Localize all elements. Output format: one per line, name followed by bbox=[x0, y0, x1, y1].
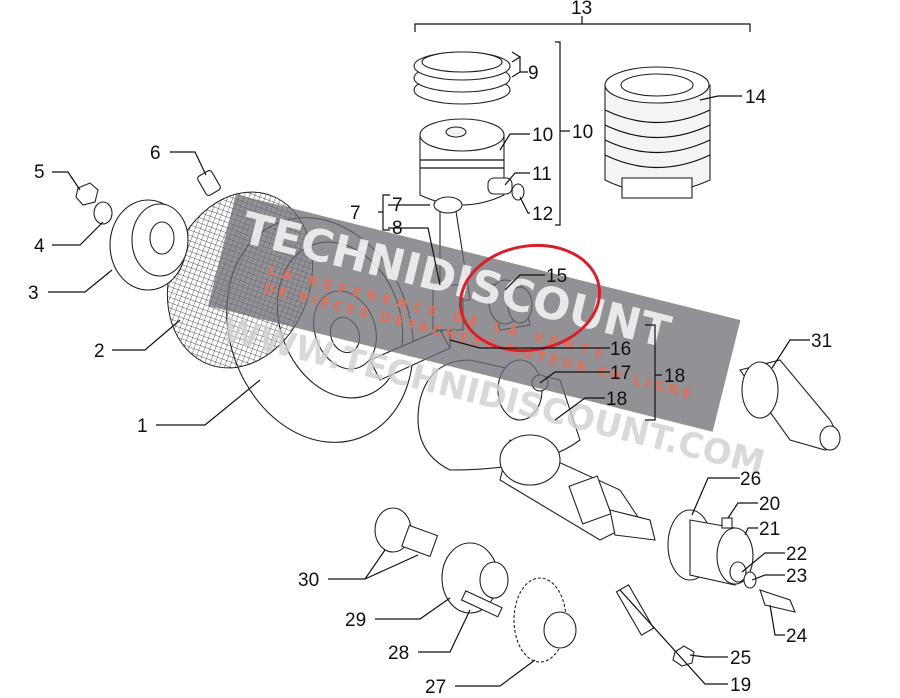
label-29: 29 bbox=[345, 610, 366, 631]
label-1: 1 bbox=[137, 416, 148, 437]
label-30: 30 bbox=[298, 570, 319, 591]
piston-pin bbox=[487, 177, 525, 201]
piston bbox=[419, 118, 505, 206]
label-16: 16 bbox=[610, 339, 631, 360]
label-22: 22 bbox=[786, 544, 807, 565]
label-2: 2 bbox=[94, 341, 105, 362]
label-10: 10 bbox=[532, 125, 553, 146]
label-23: 23 bbox=[786, 566, 807, 587]
label-26: 26 bbox=[740, 469, 761, 490]
cylinder bbox=[604, 66, 711, 199]
label-27: 27 bbox=[425, 677, 446, 698]
label-24: 24 bbox=[786, 626, 808, 647]
label-14: 14 bbox=[745, 87, 767, 108]
label-5: 5 bbox=[34, 162, 45, 183]
key-6 bbox=[197, 170, 221, 196]
label-7: 7 bbox=[392, 195, 403, 216]
label-9: 9 bbox=[528, 63, 539, 84]
label-21: 21 bbox=[759, 519, 780, 540]
label-19: 19 bbox=[730, 675, 751, 696]
coupling-30 bbox=[374, 507, 439, 558]
label-12: 12 bbox=[532, 204, 553, 225]
nut-washer bbox=[75, 182, 113, 225]
label-18-group: 18 bbox=[664, 366, 685, 387]
label-6: 6 bbox=[150, 143, 161, 164]
label-25: 25 bbox=[730, 648, 751, 669]
label-17: 17 bbox=[610, 363, 631, 384]
piston-rings bbox=[413, 51, 511, 105]
watermark: TECHNIDISCOUNT LA RÉFÉRENCE DE LA VENTE … bbox=[208, 194, 769, 483]
label-7-group: 7 bbox=[350, 203, 361, 224]
label-4: 4 bbox=[34, 236, 45, 257]
gear-shaft-31 bbox=[739, 359, 841, 451]
bearing-21-group bbox=[667, 509, 796, 613]
pin-19 bbox=[615, 584, 695, 667]
gear-hub-29 bbox=[441, 542, 509, 618]
label-20: 20 bbox=[759, 494, 780, 515]
label-8: 8 bbox=[392, 218, 403, 239]
label-11: 11 bbox=[532, 164, 552, 185]
label-3: 3 bbox=[28, 283, 39, 304]
label-31: 31 bbox=[811, 331, 832, 352]
pulley bbox=[109, 199, 189, 291]
label-10-group: 10 bbox=[572, 122, 593, 143]
part-labels: 13 9 14 10 10 11 12 7 7 8 6 5 4 3 2 1 15… bbox=[28, 0, 832, 698]
leader-lines bbox=[48, 16, 810, 687]
label-28: 28 bbox=[388, 643, 409, 664]
highlight-circle-15 bbox=[458, 243, 602, 353]
label-13: 13 bbox=[571, 0, 592, 19]
label-15: 15 bbox=[546, 266, 567, 287]
gear-27 bbox=[513, 577, 577, 663]
label-18: 18 bbox=[606, 389, 627, 410]
